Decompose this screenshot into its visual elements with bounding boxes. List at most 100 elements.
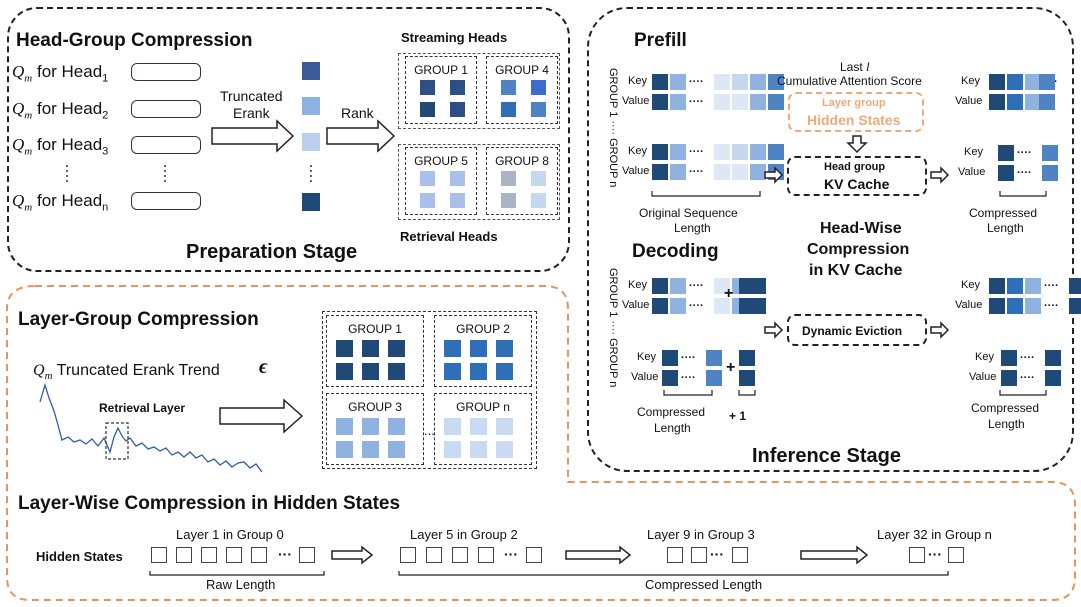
layer-group-compression-title: Layer-Group Compression (18, 309, 259, 330)
layer-group-arrow (219, 398, 304, 434)
prefill-orig-n-key-cell-0-1 (670, 144, 686, 160)
dec-in-1-key-cell-1-0 (714, 278, 730, 294)
prefill-out-gn-key-label: Key (964, 146, 983, 158)
layer-group-0-sq-0-1 (362, 340, 379, 357)
prep-group-8: GROUP 8 (486, 147, 558, 215)
layer-wise-compression-title: Layer-Wise Compression in Hidden States (18, 493, 401, 514)
g4-sq-a (501, 80, 516, 95)
hidden-layer1-sq-last (299, 547, 315, 563)
decoding-compressed-length-2: Length (654, 421, 691, 435)
layer-group-2-sq-1-1 (362, 441, 379, 458)
prefill-orig-1-value-cell-1-2 (750, 94, 766, 110)
prefill-orig-1-key-cell-1-1 (732, 74, 748, 90)
dec-out-1-value-cell-0-2 (1025, 298, 1041, 314)
g1-sq-b (450, 80, 465, 95)
layer-group-1-sq-1-0 (444, 363, 461, 380)
layer-group-n-label: GROUP n (456, 400, 510, 414)
prefill-orig-n-value-cell-1-1 (732, 164, 748, 180)
prefill-orig-1-value-dots-0: ···· (689, 96, 704, 108)
decoding-plus-1: + (724, 285, 734, 302)
qm-head-1-label: Qm for Head1 (12, 62, 109, 85)
qm-head-n-label: Qm for Headn (12, 191, 109, 214)
head-group-compression-title: Head-Group Compression (16, 30, 253, 51)
rank-arrow (326, 119, 396, 153)
dec-in-n-key-cell-0-0 (662, 350, 678, 366)
prefill-gn-key-label: Key (628, 145, 647, 157)
compressed-length-bracket (398, 571, 949, 576)
dec-in-n-key-cell-1-0 (706, 350, 722, 366)
erank-square-3 (302, 133, 320, 151)
prefill-out-arrow (930, 166, 950, 184)
prefill-g1-value-label: Value (622, 95, 650, 107)
dec-out-1-key-cell-0-2 (1025, 278, 1041, 294)
new-token-value-n (739, 370, 755, 386)
prep-group-8-label: GROUP 8 (495, 154, 549, 168)
hidden-dots-4: ··· (928, 546, 942, 562)
dec-out-1-key-dots-0: ···· (1044, 280, 1059, 292)
prefill-orig-1-key-cell-1-0 (714, 74, 730, 90)
plus-one-bracket (738, 390, 756, 396)
qm-head-3-label: Qm for Head3 (12, 135, 109, 158)
layer-group-1-sq-1-2 (496, 363, 513, 380)
kv-cache-label: KV Cache (824, 176, 890, 192)
prefill-orig-n-key-cell-1-3 (768, 144, 784, 160)
hidden-dots-2: ··· (504, 546, 518, 562)
dec-out-1-key-cell-0-0 (989, 278, 1005, 294)
hidden-layer5-sq-last (526, 547, 542, 563)
dec-in-1-key-dots-0: ···· (689, 280, 704, 292)
head-group-kv-cache-box (787, 156, 927, 196)
dec-out-g1-key-label: Key (961, 279, 980, 291)
raw-length-bracket (149, 571, 325, 576)
prefill-orig-n-value-cell-1-2 (750, 164, 766, 180)
layer-group-1-sq-0-1 (470, 340, 487, 357)
dec-in-n-value-dots-0: ···· (681, 372, 696, 384)
dec-out-gn-key-label: Key (975, 351, 994, 363)
prefill-orig-n-value-dots-0: ···· (689, 166, 704, 178)
truncated-erank-label-2: Erank (233, 105, 270, 121)
layer-group-label: Layer group (822, 97, 886, 109)
prefill-compressed-length-2: Length (987, 221, 1024, 235)
new-token-key-1 (739, 278, 755, 294)
prefill-out-1-key-last (1039, 74, 1055, 90)
prep-group-4: GROUP 4 (486, 56, 558, 124)
prefill-orig-n-key-dots-0: ···· (689, 146, 704, 158)
layer-group-2-label: GROUP 2 (456, 322, 510, 336)
dec-out-1-value-dots-0: ···· (1044, 300, 1059, 312)
prefill-orig-1-value-cell-0-1 (670, 94, 686, 110)
decoding-compressed-bracket (663, 390, 713, 396)
head-2-vector-box (131, 100, 201, 118)
retrieval-layer-label: Retrieval Layer (99, 401, 186, 415)
head-wise-compression-3: in KV Cache (809, 262, 903, 279)
prefill-out-g1-key-label: Key (961, 75, 980, 87)
layer-group-1-sq-1-1 (470, 363, 487, 380)
layer-group-0-sq-1-2 (388, 363, 405, 380)
dec-in-1-value-cell-1-0 (714, 298, 730, 314)
dec-out-gn-value-label: Value (969, 371, 997, 383)
prefill-orig-n-value-cell-0-0 (652, 164, 668, 180)
prefill-orig-n-key-cell-0-0 (652, 144, 668, 160)
layer-group-2-sq-0-2 (388, 418, 405, 435)
layer-group-3-sq-1-2 (496, 441, 513, 458)
erank-square-1 (302, 62, 320, 80)
prefill-out-1-value-cell-0-2 (1025, 94, 1041, 110)
prefill-orig-1-key-cell-0-1 (670, 74, 686, 90)
layer-group-2-sq-1-0 (336, 441, 353, 458)
decoding-out-compressed-length-1: Compressed (971, 401, 1040, 415)
dec-out-g1-value-label: Value (955, 299, 983, 311)
prep-group-4-label: GROUP 4 (495, 63, 549, 77)
prefill-out-gn-value-label: Value (958, 166, 986, 178)
g8-sq-a (501, 171, 516, 186)
layer-9-label: Layer 9 in Group 3 (647, 527, 755, 542)
hidden-layer32-sq-last (948, 547, 964, 563)
hidden-layer9-sq-0 (667, 547, 683, 563)
prefill-compressed-length-1: Compressed (969, 206, 1038, 220)
layer-group-2-sq-0-1 (362, 418, 379, 435)
layer-group-2-sq-1-2 (388, 441, 405, 458)
dec-gn-value-label: Value (631, 371, 659, 383)
prefill-out-1-value-last (1039, 94, 1055, 110)
layer-group-3-sq-1-0 (444, 441, 461, 458)
head-n-vector-box (131, 192, 201, 210)
erank-square-2 (302, 97, 320, 115)
